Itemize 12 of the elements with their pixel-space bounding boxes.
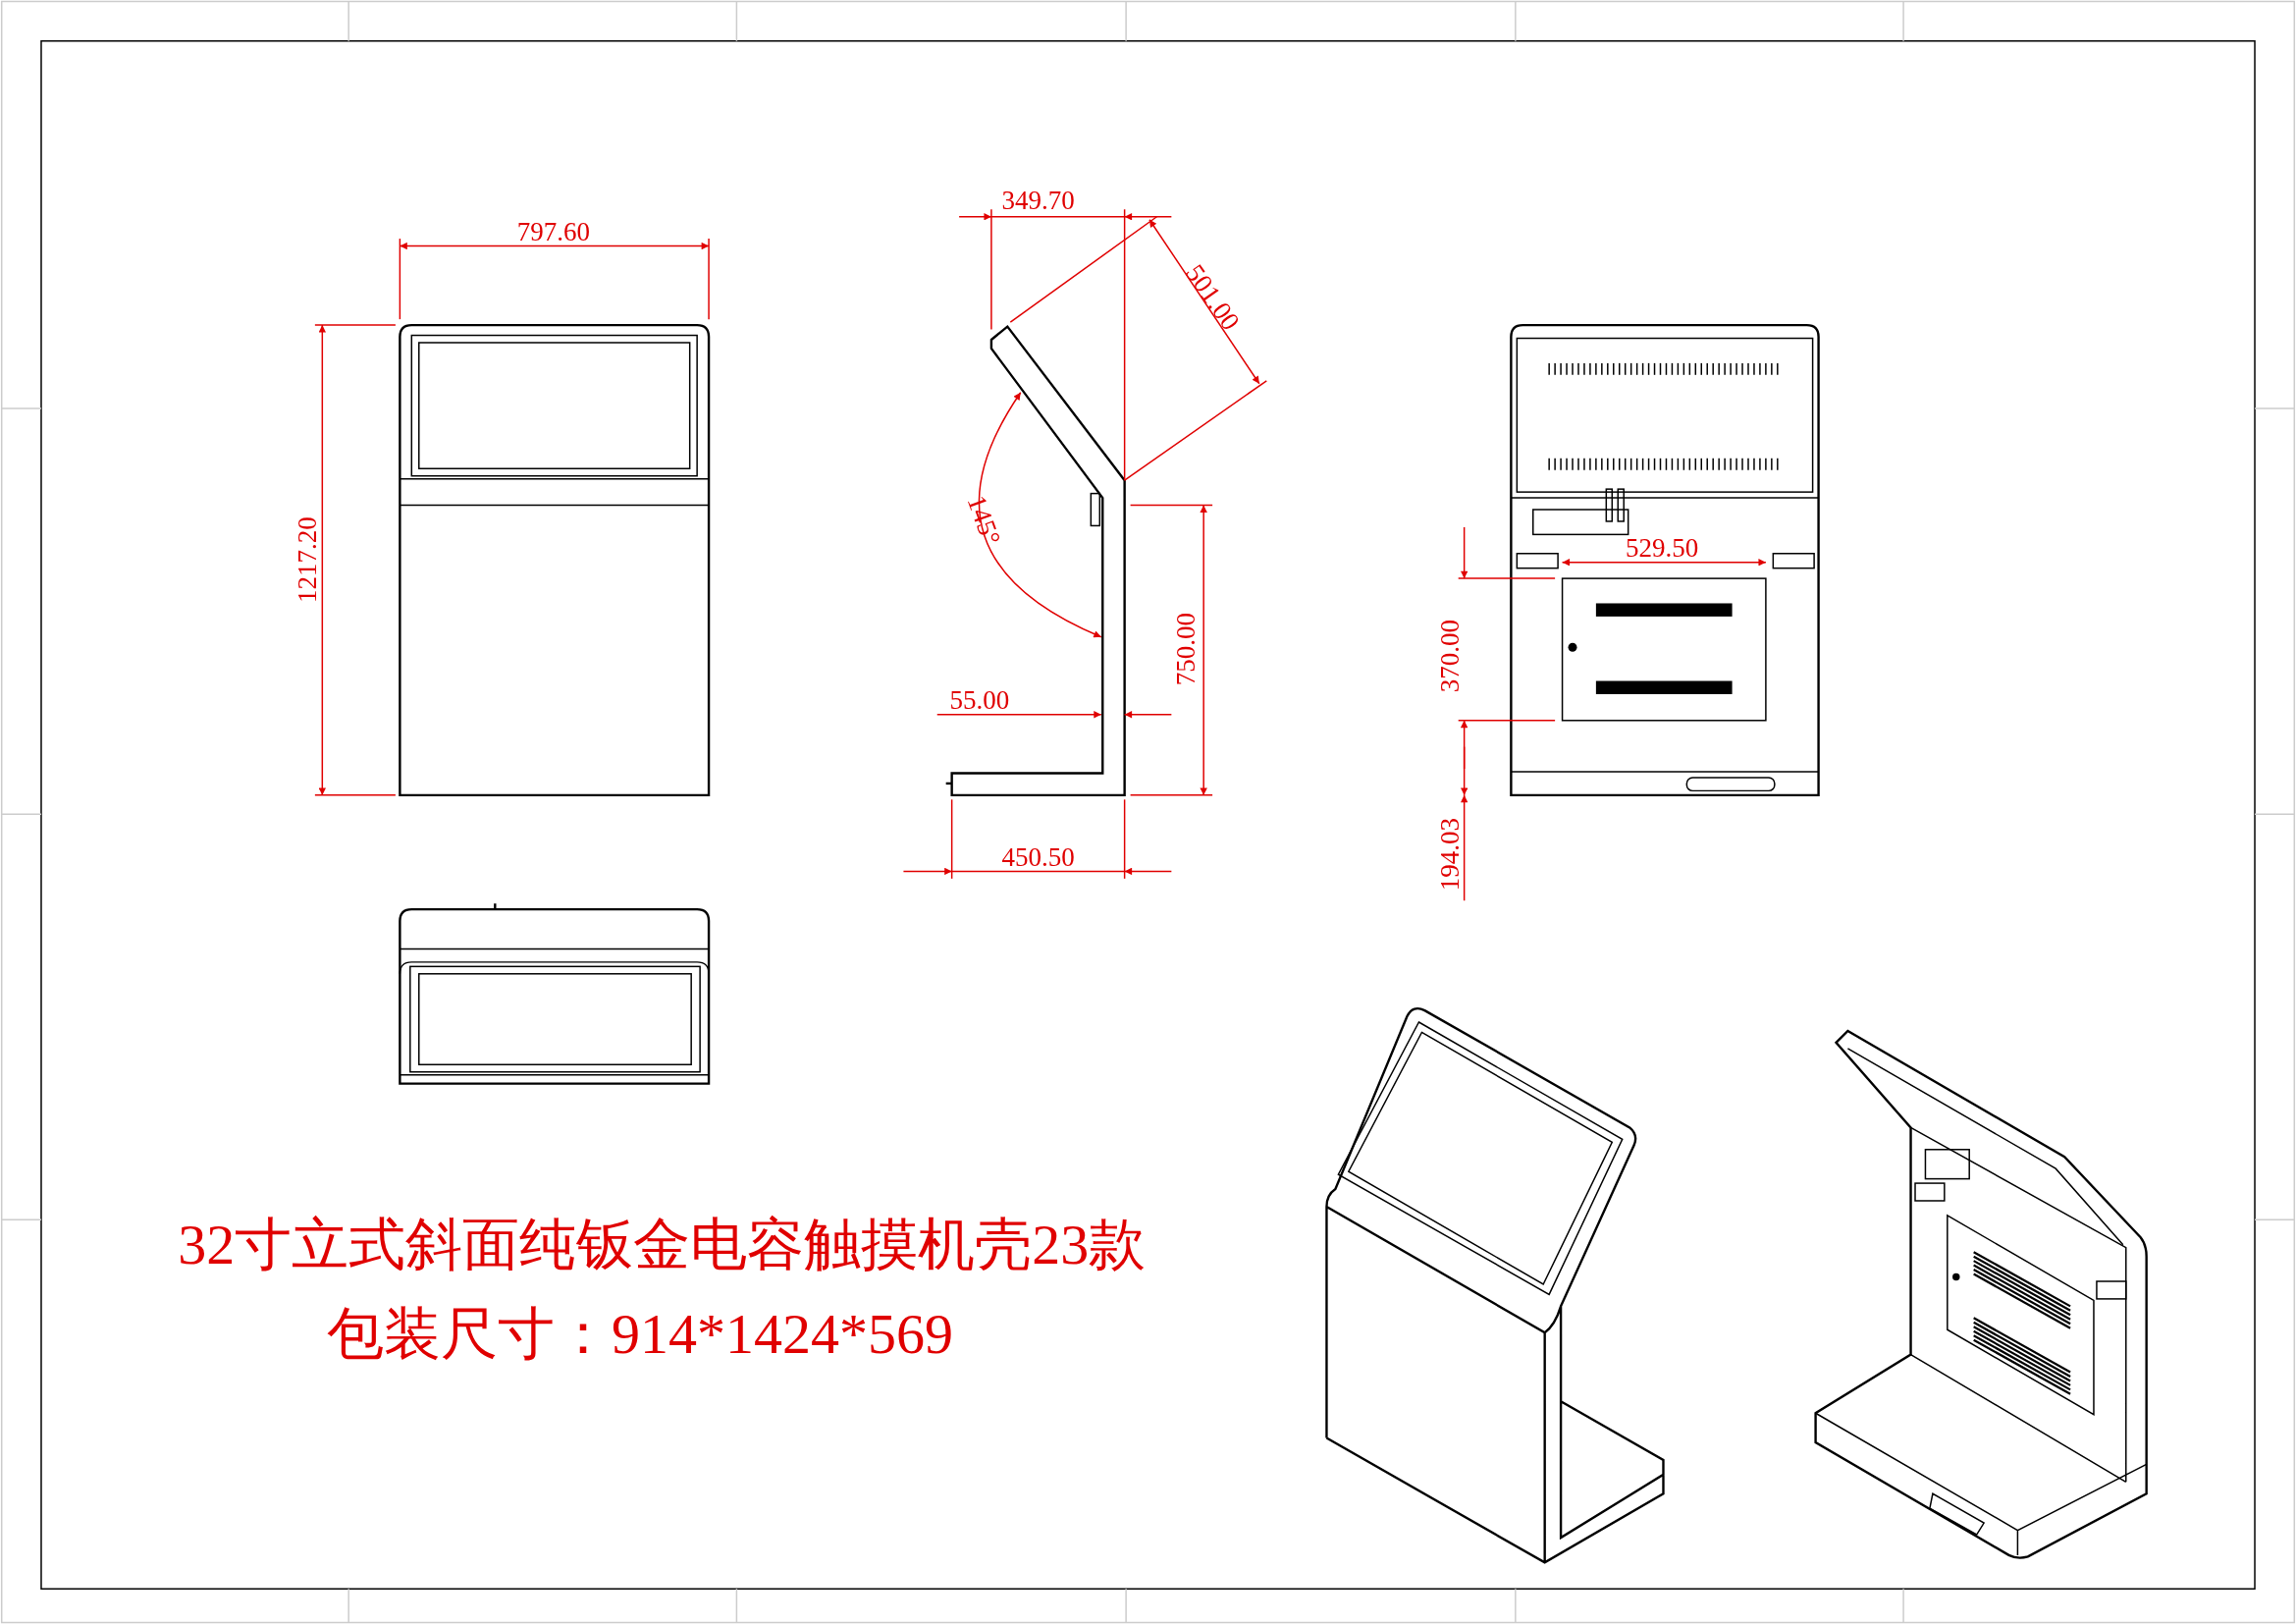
dimension-label: 529.50 xyxy=(1625,534,1699,562)
dimension-label: 1217.20 xyxy=(294,515,321,603)
title: 32寸立式斜面纯钣金电容触摸机壳23款 xyxy=(178,1216,1147,1273)
dimension-label: 370.00 xyxy=(1436,620,1464,693)
angle-label: 145° xyxy=(962,491,1005,549)
dimension-label: 750.00 xyxy=(1172,612,1200,685)
caption: 包装尺寸：914*1424*569 xyxy=(326,1305,953,1363)
dimension-label: 349.70 xyxy=(1001,187,1075,214)
dimension-label: 194.03 xyxy=(1436,817,1464,891)
dimension-label: 55.00 xyxy=(949,686,1010,714)
dimension-label: 450.50 xyxy=(1001,843,1075,871)
dimension-label: 797.60 xyxy=(516,218,590,245)
